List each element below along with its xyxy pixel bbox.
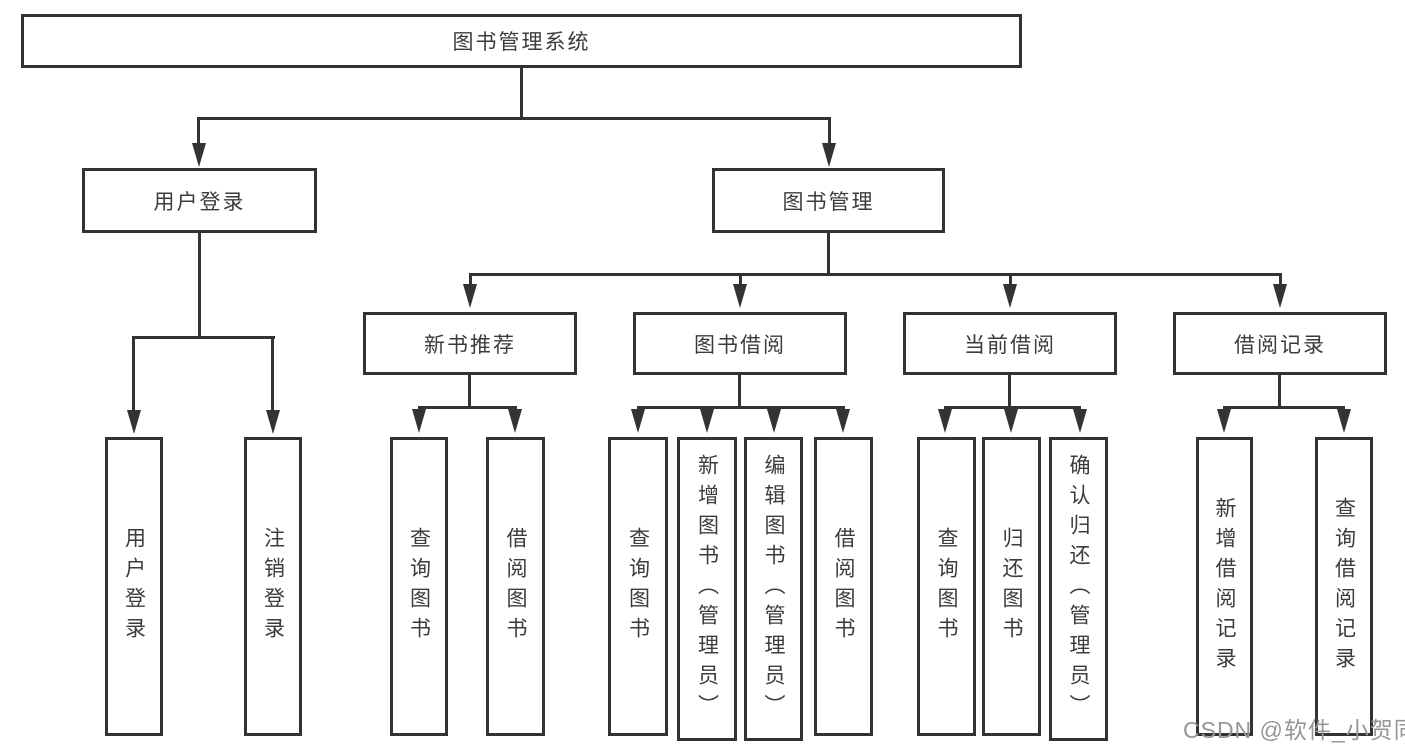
leaf-label: 查询图书	[407, 526, 431, 647]
arrow-down-icon	[822, 143, 836, 167]
arrow-down-icon	[1337, 409, 1351, 433]
connector-userlogin-stem	[198, 233, 201, 336]
arrow-down-icon	[463, 284, 477, 308]
leaf-query-books-newbooks: 查询图书	[390, 437, 448, 736]
leaf-add-borrow-record: 新增借阅记录	[1196, 437, 1253, 736]
leaf-label: 注销登录	[261, 526, 285, 647]
connector-root-stem	[520, 68, 523, 117]
connector-currentborrow-bar	[944, 406, 1081, 409]
connector-bookborrow-stem	[738, 375, 741, 406]
arrow-down-icon	[700, 409, 714, 433]
node-label: 借阅记录	[1234, 333, 1326, 357]
leaf-label: 用户登录	[122, 526, 146, 647]
leaf-confirm-return-admin: 确认归还（管理员）	[1049, 437, 1108, 741]
connector-records-stem	[1278, 375, 1281, 406]
leaf-label: 查询图书	[626, 526, 650, 647]
arrow-down-icon	[508, 409, 522, 433]
leaf-label: 新增图书（管理员）	[695, 454, 719, 724]
connector-records-bar	[1223, 406, 1345, 409]
connector-userlogin-bar	[133, 336, 275, 339]
leaf-add-book-admin: 新增图书（管理员）	[677, 437, 737, 741]
arrow-down-icon	[1073, 409, 1087, 433]
node-book-management: 图书管理	[712, 168, 945, 233]
connector-bookmgmt-stem	[827, 233, 830, 273]
node-new-book-recommendation: 新书推荐	[363, 312, 577, 375]
connector-drop	[271, 336, 274, 412]
connector-bookborrow-bar	[637, 406, 845, 409]
watermark-text: CSDN @软件_小贺同学	[1183, 717, 1405, 743]
connector-drop	[739, 273, 742, 287]
arrow-down-icon	[127, 410, 141, 434]
connector-drop	[1279, 273, 1282, 287]
arrow-down-icon	[266, 410, 280, 434]
leaf-label: 查询图书	[935, 526, 958, 647]
arrow-down-icon	[1217, 409, 1231, 433]
connector-drop	[1009, 273, 1012, 287]
connector-newbooks-stem	[468, 375, 471, 406]
arrow-down-icon	[1004, 409, 1018, 433]
node-label: 图书管理	[782, 190, 875, 214]
arrow-down-icon	[836, 409, 850, 433]
leaf-user-login: 用户登录	[105, 437, 163, 736]
arrow-down-icon	[1273, 284, 1287, 308]
leaf-borrow-books-newbooks: 借阅图书	[486, 437, 545, 736]
arrow-down-icon	[192, 143, 206, 167]
node-label: 用户登录	[153, 190, 246, 214]
connector-currentborrow-stem	[1008, 375, 1011, 406]
leaf-label: 确认归还（管理员）	[1067, 454, 1090, 724]
leaf-query-books-current: 查询图书	[917, 437, 976, 736]
node-label: 当前借阅	[964, 333, 1056, 357]
leaf-label: 借阅图书	[832, 526, 855, 647]
connector-drop	[132, 336, 135, 412]
node-label: 图书管理系统	[452, 31, 591, 54]
leaf-label: 编辑图书（管理员）	[762, 454, 785, 724]
node-library-management-system: 图书管理系统	[21, 14, 1022, 68]
arrow-down-icon	[938, 409, 952, 433]
leaf-label: 新增借阅记录	[1213, 496, 1236, 677]
node-label: 图书借阅	[694, 333, 786, 357]
node-borrowing-records: 借阅记录	[1173, 312, 1387, 375]
connector-drop-user-login	[197, 117, 200, 145]
connector-drop	[469, 273, 472, 287]
connector-root-bar	[198, 117, 830, 120]
leaf-query-borrow-record: 查询借阅记录	[1315, 437, 1373, 736]
arrow-down-icon	[412, 409, 426, 433]
arrow-down-icon	[631, 409, 645, 433]
arrow-down-icon	[1003, 284, 1017, 308]
arrow-down-icon	[733, 284, 747, 308]
node-label: 新书推荐	[424, 333, 516, 357]
leaf-query-books-borrowing: 查询图书	[608, 437, 668, 736]
connector-bookmgmt-bar	[469, 273, 1282, 276]
leaf-label: 查询借阅记录	[1332, 496, 1356, 677]
leaf-logout: 注销登录	[244, 437, 302, 736]
node-user-login: 用户登录	[82, 168, 317, 233]
leaf-label: 归还图书	[1000, 526, 1023, 647]
connector-newbooks-bar	[418, 406, 517, 409]
leaf-borrow-books-borrowing: 借阅图书	[814, 437, 873, 736]
leaf-label: 借阅图书	[504, 526, 527, 647]
arrow-down-icon	[767, 409, 781, 433]
leaf-edit-book-admin: 编辑图书（管理员）	[744, 437, 803, 741]
connector-drop-book-mgmt	[828, 117, 831, 145]
node-book-borrowing: 图书借阅	[633, 312, 847, 375]
leaf-return-book: 归还图书	[982, 437, 1041, 736]
node-current-borrowing: 当前借阅	[903, 312, 1117, 375]
